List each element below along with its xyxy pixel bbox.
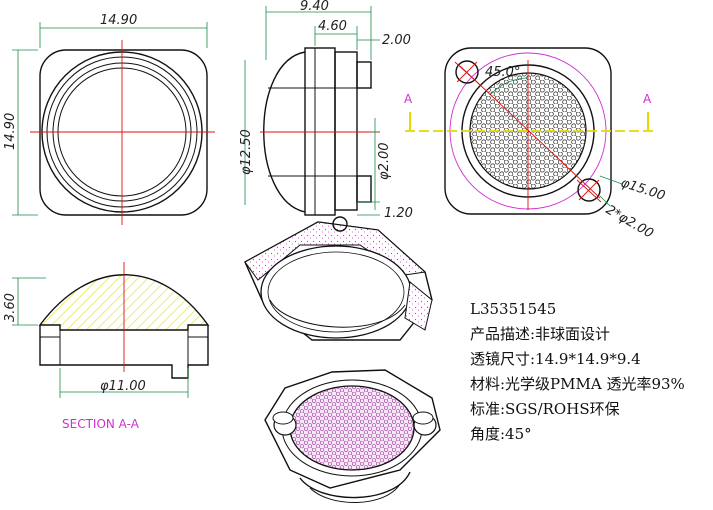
section-mark-right: A (643, 92, 652, 106)
top-holes-dim: 2*φ2.00 (603, 202, 656, 241)
side-pin-bottom (356, 175, 372, 203)
side-base-dim: 1.20 (384, 206, 413, 221)
side-view: 9.40 4.60 2.00 φ12.50 φ2.00 1.20 (239, 0, 413, 221)
iso-back-view (264, 369, 441, 504)
side-total-dim: 9.40 (300, 0, 329, 14)
front-outline (39, 49, 208, 216)
section-height-dim: 3.60 (3, 293, 18, 322)
side-flange-dim: 4.60 (318, 19, 347, 34)
section-dia-dim: φ11.00 (100, 379, 146, 394)
side-pin-dia-dim: φ2.00 (377, 142, 392, 180)
iso-dome-view (244, 216, 433, 341)
spec-block: L35351545 产品描述:非球面设计 透镜尺寸:14.9*14.9*9.4 … (470, 300, 685, 443)
side-dome (263, 51, 306, 213)
top-angle-dim: 45.0° (485, 65, 520, 80)
spec-size: 透镜尺寸:14.9*14.9*9.4 (470, 350, 641, 368)
spec-material: 材料:光学级PMMA 透光率93% (470, 375, 685, 393)
side-pin-dim: 2.00 (382, 33, 411, 48)
spec-standard: 标准:SGS/ROHS环保 (470, 400, 620, 418)
front-view: 14.90 14.90 (3, 13, 215, 225)
section-caption: SECTION A-A (62, 417, 140, 431)
section-mark-left: A (404, 92, 413, 106)
iso-back-outline (264, 369, 441, 489)
front-width-dim: 14.90 (100, 13, 137, 28)
spec-model: L35351545 (470, 300, 556, 318)
top-view: 45.0° A A φ15.00 2*φ2.00 (404, 47, 667, 242)
side-dome-dim: φ12.50 (239, 129, 254, 175)
spec-angle: 角度:45° (470, 425, 532, 443)
section-view: 3.60 φ11.00 SECTION A-A (3, 262, 210, 431)
top-hole-left (455, 60, 479, 84)
front-height-dim: 14.90 (3, 113, 18, 150)
side-pin-top (356, 61, 372, 89)
top-circle-dim: φ15.00 (619, 176, 667, 204)
iso-back-hex-lens (289, 385, 415, 471)
top-hole-right (577, 178, 601, 202)
spec-description: 产品描述:非球面设计 (470, 325, 610, 343)
